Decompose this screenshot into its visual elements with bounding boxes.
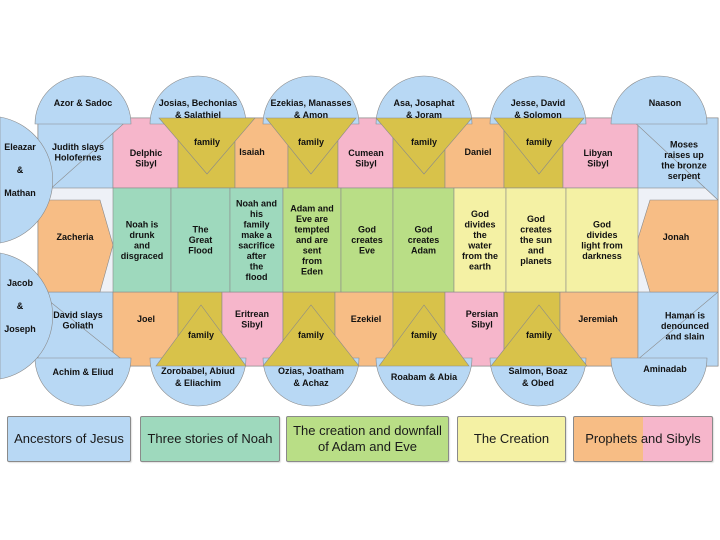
ancestor-bottom-3: Ozias, Joatham& Achaz [278, 366, 344, 388]
fan-aminadab [610, 357, 708, 407]
family-triangle-top-1 [158, 117, 256, 175]
family-label-top-3: family [411, 137, 437, 147]
ancestor-bottom-1: Achim & Eliud [52, 367, 113, 377]
legend-ancestors: Ancestors of Jesus [7, 416, 131, 462]
fan-josias [149, 75, 247, 125]
bottom-row-label-2: Joel [137, 314, 155, 324]
ancestor-bottom-2: Zorobabel, Abiud& Eliachim [161, 366, 235, 388]
ancestor-bottom-4: Roabam & Abia [391, 372, 458, 382]
legend-creation: The Creation [457, 416, 566, 462]
legend-adam-eve: The creation and downfall of Adam and Ev… [286, 416, 449, 462]
legend-prophets-sibyls-label: Prophets and Sibyls [585, 431, 701, 446]
legend-noah-label: Three stories of Noah [147, 431, 273, 446]
ancestor-top-5: Jesse, David& Solomon [511, 98, 566, 120]
ancestor-top-2: Josias, Bechonias& Salathiel [159, 98, 238, 120]
great-flood-scene [170, 187, 231, 293]
water-earth-scene [453, 187, 507, 293]
family-label-bottom-3: family [411, 330, 437, 340]
family-label-bottom-4: family [526, 330, 552, 340]
ancestor-top-4: Asa, Josaphat& Joram [393, 98, 454, 120]
legend-creation-label: The Creation [473, 431, 550, 446]
fan-naason [610, 75, 708, 125]
bottom-row-label-4: Ezekiel [351, 314, 382, 324]
top-row-label-5: Daniel [464, 147, 491, 157]
ancestor-bottom-5: Salmon, Boaz& Obed [508, 366, 568, 388]
legend-ancestors-label: Ancestors of Jesus [14, 431, 124, 446]
family-label-top-2: family [298, 137, 324, 147]
fan-achim-eliud [34, 357, 132, 407]
creation-of-adam-scene [392, 187, 455, 293]
jonah-panel [635, 199, 719, 293]
zacheria-panel [37, 199, 114, 293]
fan-ezekias [262, 75, 360, 125]
fan-roabam [375, 357, 473, 407]
legend-noah: Three stories of Noah [140, 416, 280, 462]
zacheria-label: Zacheria [56, 232, 94, 242]
adam-eve-tempted-scene [282, 187, 342, 293]
fan-zorobabel [149, 357, 247, 407]
ancestor-top-6: Naason [649, 98, 682, 108]
creation-of-eve-scene [340, 187, 394, 293]
ancestor-left-1: Eleazar&Mathan [4, 142, 36, 198]
family-triangle-bottom-1 [155, 304, 247, 367]
legend-adam-eve-label: The creation and downfall of Adam and Ev… [293, 423, 442, 454]
fan-asa [375, 75, 473, 125]
jonah-label: Jonah [663, 232, 690, 242]
noah-drunk-scene [112, 187, 172, 293]
family-label-bottom-2: family [298, 330, 324, 340]
family-triangle-bottom-2 [262, 304, 360, 367]
fan-eleazar-mathan [0, 116, 53, 244]
bottom-row-label-6: Jeremiah [578, 314, 618, 324]
light-darkness-scene [565, 187, 639, 293]
family-label-top-1: family [194, 137, 220, 147]
family-label-bottom-1: family [188, 330, 214, 340]
fan-salmon [489, 357, 587, 407]
ancestor-left-2: Jacob&Joseph [4, 278, 36, 334]
top-row-label-3: Isaiah [239, 147, 265, 157]
fan-azor-sadoc [34, 75, 132, 125]
fan-jacob-joseph [0, 252, 53, 380]
sun-planets-scene [505, 187, 567, 293]
ancestor-top-1: Azor & Sadoc [54, 98, 113, 108]
family-triangle-top-3 [375, 117, 473, 175]
family-triangle-bottom-3 [378, 304, 470, 367]
delphic-sibyl-panel [112, 117, 179, 189]
family-triangle-bottom-4 [490, 304, 588, 367]
family-label-top-4: family [526, 137, 552, 147]
fan-jesse [489, 75, 587, 125]
family-triangle-top-2 [265, 117, 357, 175]
fan-ozias [262, 357, 360, 407]
ancestor-bottom-6: Aminadab [643, 364, 687, 374]
ancestor-top-3: Ezekias, Manasses& Amon [270, 98, 351, 120]
legend-prophets-sibyls: Prophets and Sibyls [573, 416, 713, 462]
noah-sacrifice-scene [229, 187, 284, 293]
family-triangle-top-4 [493, 117, 585, 175]
